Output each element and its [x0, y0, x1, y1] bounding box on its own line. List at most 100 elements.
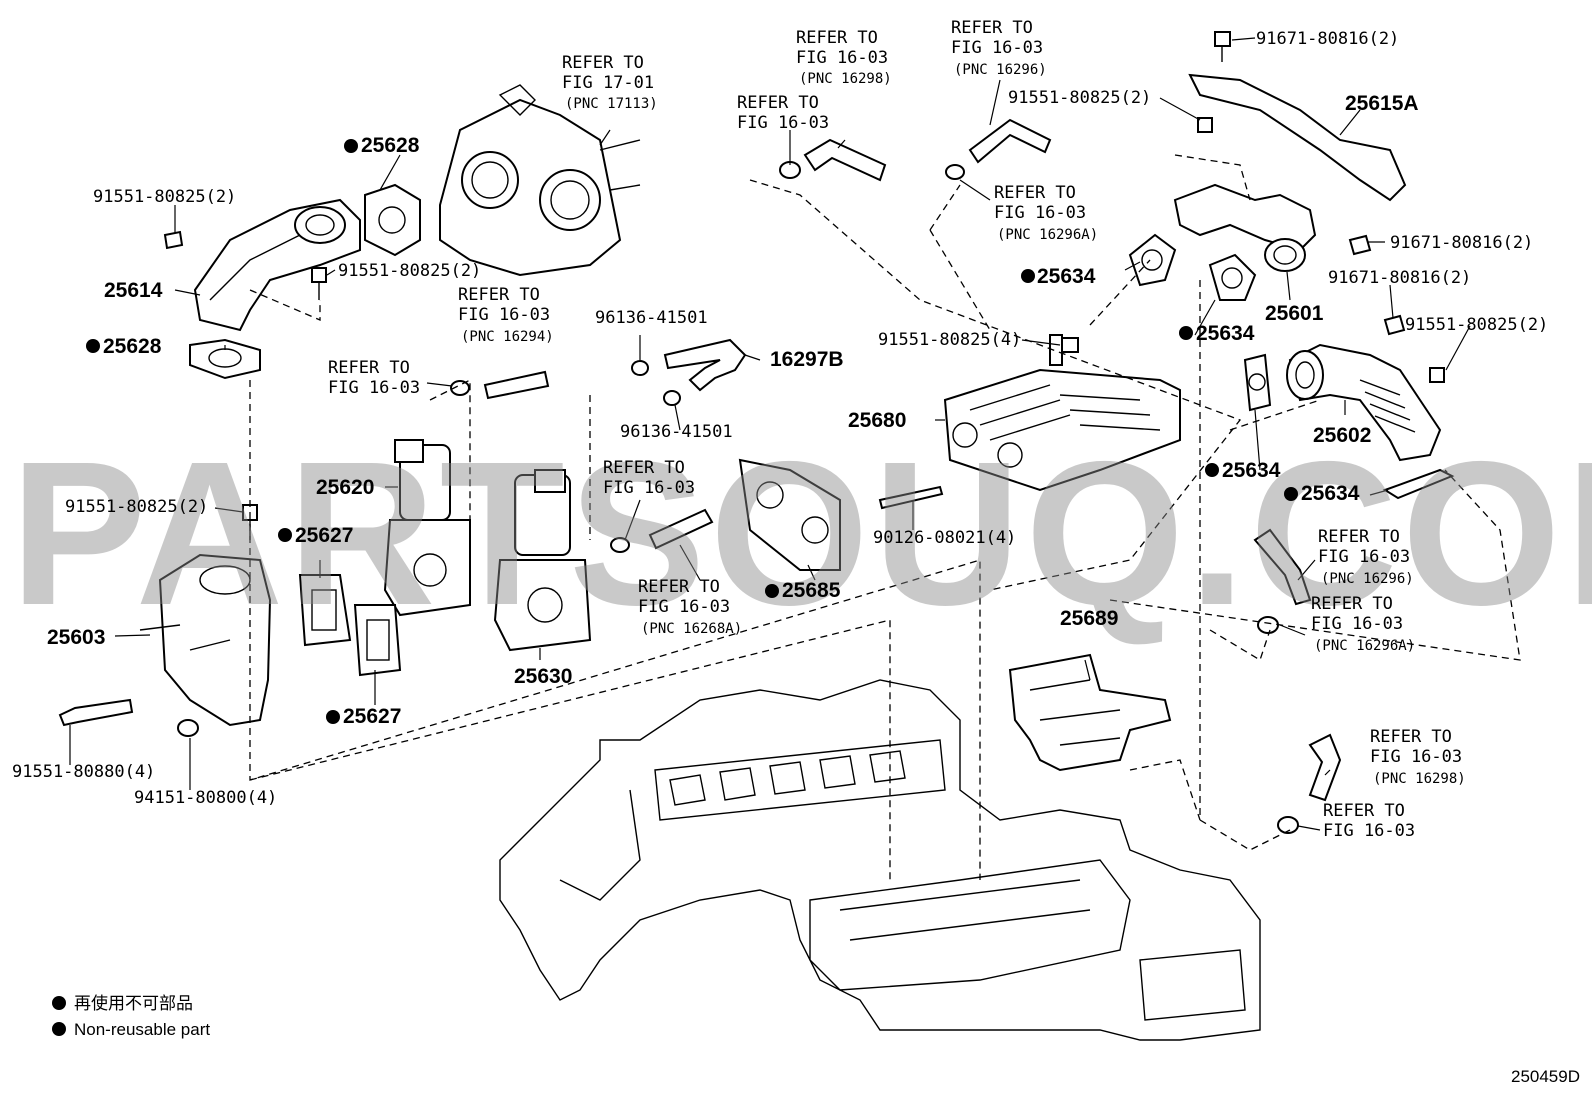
svg-text:FIG 16-03: FIG 16-03 [951, 38, 1043, 58]
label-25628-mid: 25628 [103, 335, 162, 358]
label-90126-08021: 90126-08021(4) [873, 528, 1016, 548]
legend-dot-en [52, 1022, 66, 1036]
label-91671-80816-b: 91671-80816(2) [1390, 233, 1533, 253]
label-25680: 25680 [848, 409, 906, 432]
ref-fig-16-03-left: REFER TO FIG 16-03 [328, 358, 420, 398]
svg-text:(PNC 17113): (PNC 17113) [565, 96, 658, 112]
gasket-25627-b [353, 604, 402, 677]
svg-text:FIG 16-03: FIG 16-03 [328, 378, 420, 398]
bolt-91671-80816-low [1383, 314, 1406, 336]
non-reusable-dot [278, 528, 292, 542]
stud-90126-08021 [878, 485, 944, 510]
svg-text:(PNC 16298): (PNC 16298) [1373, 771, 1466, 787]
bolt-91671-80816-top [1214, 31, 1231, 62]
svg-text:REFER TO: REFER TO [328, 358, 410, 378]
label-25634-b: 25634 [1196, 322, 1255, 345]
label-16297B: 16297B [770, 348, 844, 371]
label-91551-80825-a: 91551-80825(2) [93, 187, 236, 207]
gasket-25685 [738, 458, 841, 571]
part-labels: 25628 25614 25628 25603 25620 25627 2562… [47, 92, 1419, 728]
svg-text:(PNC 16296A): (PNC 16296A) [1314, 638, 1415, 654]
hose-16294 [450, 370, 550, 400]
watermark: PARTSOUQ.COM [10, 419, 1592, 648]
non-reusable-dot [765, 584, 779, 598]
svg-text:REFER TO: REFER TO [951, 18, 1033, 38]
hose-16296-right [1253, 528, 1312, 606]
ref-fig-17-01: REFER TO FIG 17-01 (PNC 17113) [562, 53, 658, 112]
heat-insulator-25615A [1188, 73, 1407, 202]
legend-dot-jp [52, 996, 66, 1010]
hose-16297B [631, 338, 747, 406]
hose-16296-top [945, 118, 1052, 180]
svg-text:FIG 17-01: FIG 17-01 [562, 73, 654, 93]
refer-to-callouts: REFER TO FIG 17-01 (PNC 17113) REFER TO … [328, 18, 1466, 841]
label-94151-80800: 94151-80800(4) [134, 788, 277, 808]
label-91551-80825-e: 91551-80825(2) [1008, 88, 1151, 108]
label-25620: 25620 [316, 476, 374, 499]
engine-block-outline [499, 679, 1261, 1041]
svg-text:FIG 16-03: FIG 16-03 [796, 48, 888, 68]
svg-text:REFER TO: REFER TO [1323, 801, 1405, 821]
label-25614: 25614 [104, 279, 163, 302]
bolt-91551-80825-top-left [163, 230, 184, 250]
non-reusable-dot [1205, 463, 1219, 477]
non-reusable-dot [326, 710, 340, 724]
svg-text:FIG 16-03: FIG 16-03 [737, 113, 829, 133]
egr-cooler-25680 [943, 334, 1181, 492]
ref-fig-16-03-pnc-16268A: REFER TO FIG 16-03 (PNC 16268A) [638, 577, 742, 637]
svg-text:(PNC 16298): (PNC 16298) [799, 71, 892, 87]
hose-16298-bottom [1308, 733, 1342, 802]
hose-16298-top [779, 138, 887, 182]
svg-text:(PNC 16296A): (PNC 16296A) [997, 227, 1098, 243]
throttle-body-assembly [439, 84, 641, 277]
svg-text:REFER TO: REFER TO [737, 93, 819, 113]
label-25634-a: 25634 [1037, 265, 1096, 288]
gasket-25634-b [1208, 253, 1257, 301]
egr-cooler-bypass-25603 [139, 553, 272, 727]
legend: 再使用不可部品 Non-reusable part [52, 993, 210, 1039]
ref-fig-16-03-mid: REFER TO FIG 16-03 [603, 458, 695, 498]
hose-16268A [610, 508, 714, 553]
nut-94151-80800 [177, 719, 199, 737]
svg-text:REFER TO: REFER TO [1311, 594, 1393, 614]
bolt-91551-80825-upper-mid [311, 267, 327, 300]
svg-text:(PNC 16296): (PNC 16296) [1321, 571, 1414, 587]
label-96136-41501-a: 96136-41501 [595, 308, 708, 328]
label-91671-80816-a: 91671-80816(2) [1256, 29, 1399, 49]
label-25603: 25603 [47, 626, 105, 649]
svg-text:FIG 16-03: FIG 16-03 [1323, 821, 1415, 841]
ref-fig-16-03-top: REFER TO FIG 16-03 [737, 93, 829, 133]
label-25627-a: 25627 [295, 524, 353, 547]
legend-jp: 再使用不可部品 [74, 993, 193, 1013]
figure-code: 250459D [1511, 1067, 1580, 1086]
ref-fig-16-03-pnc-16296-right: REFER TO FIG 16-03 (PNC 16296) [1318, 527, 1414, 587]
fastener-labels: 91551-80825(2) 91551-80825(2) 91551-8082… [12, 29, 1548, 808]
ref-fig-16-03-pnc-16294: REFER TO FIG 16-03 (PNC 16294) [458, 285, 554, 345]
gasket-25634-a [1128, 233, 1177, 287]
gasket-25634-c [1243, 353, 1272, 412]
egr-valve-25620 [383, 439, 471, 617]
legend-en: Non-reusable part [74, 1020, 210, 1039]
label-91551-80825-d: 91551-80825(4) [878, 330, 1021, 350]
egr-pipe-25601 [1173, 183, 1317, 272]
label-25634-d: 25634 [1301, 482, 1360, 505]
svg-text:(PNC 16294): (PNC 16294) [461, 329, 554, 345]
gasket-25627-a [298, 574, 352, 647]
ref-fig-16-03-pnc-16296A-right: REFER TO FIG 16-03 (PNC 16296A) [1311, 594, 1415, 654]
ref-fig-16-03-pnc-16298-bottom: REFER TO FIG 16-03 (PNC 16298) [1370, 727, 1466, 787]
label-91551-80825-f: 91551-80825(2) [1405, 315, 1548, 335]
label-25689: 25689 [1060, 607, 1118, 630]
svg-text:REFER TO: REFER TO [994, 183, 1076, 203]
label-25615A: 25615A [1345, 92, 1419, 115]
bolt-91671-80816-mid [1348, 234, 1372, 256]
label-91551-80825-b: 91551-80825(2) [338, 261, 481, 281]
label-25601: 25601 [1265, 302, 1324, 325]
gasket-25628-mid [189, 338, 261, 380]
egr-pipe-25614 [193, 198, 361, 332]
egr-valve-25630 [493, 469, 592, 652]
svg-text:FIG 16-03: FIG 16-03 [1318, 547, 1410, 567]
svg-text:REFER TO: REFER TO [1370, 727, 1452, 747]
bolt-91551-80825-cooler [1061, 337, 1079, 353]
svg-text:FIG 16-03: FIG 16-03 [458, 305, 550, 325]
